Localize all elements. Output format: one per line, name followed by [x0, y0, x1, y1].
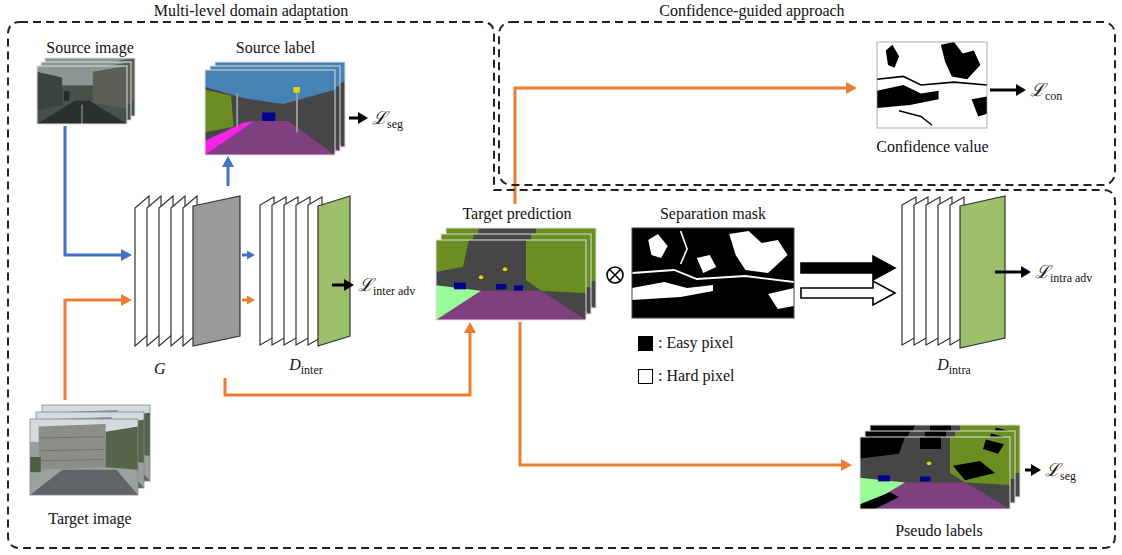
intra-discriminator	[902, 196, 1005, 348]
loss-label: ℒinter adv	[358, 273, 415, 303]
connector-arrow	[225, 322, 476, 395]
node-caption: G	[154, 359, 166, 378]
subscript: intra adv	[1050, 271, 1092, 285]
legend-text: : Hard pixel	[658, 366, 734, 386]
symbol-letter: ℒ	[1035, 261, 1050, 282]
network-block: G	[132, 186, 242, 378]
region-border	[8, 22, 1115, 548]
subscript: con	[1045, 89, 1062, 103]
connector-line	[65, 300, 123, 400]
target-image-stack	[30, 405, 150, 495]
region-outline	[8, 22, 1115, 548]
discriminator-block: Dintra	[895, 190, 1013, 380]
node-caption: Target image	[23, 509, 157, 528]
connector-line	[65, 126, 123, 255]
image-node: Confidence value	[857, 38, 1008, 156]
dashed-region: Confidence-guided approachConfidence val…	[499, 22, 1115, 185]
image-node: Separation mask	[625, 204, 801, 320]
symbol-letter: G	[154, 360, 166, 377]
symbol-letter: ℒ	[372, 107, 387, 128]
discriminator-block: Dinter	[255, 190, 357, 380]
loss-label: ℒseg	[1045, 458, 1076, 488]
connector-line	[242, 299, 249, 302]
legend-swatch	[638, 369, 653, 384]
subscript: intra	[949, 363, 971, 377]
node-caption: Pseudo labels	[852, 521, 1026, 540]
connector-line	[225, 331, 470, 395]
block-arrow	[801, 256, 895, 280]
connector-line	[520, 322, 843, 465]
node-caption: Target prediction	[429, 204, 605, 223]
inter-discriminator	[260, 196, 350, 346]
connector-line	[515, 88, 848, 204]
target-prediction-stack	[436, 228, 596, 320]
symbol-letter: D	[289, 356, 301, 373]
connector-arrow	[801, 256, 895, 280]
connector-arrow	[242, 296, 255, 305]
symbol-letter: ℒ	[358, 274, 373, 295]
connector-line	[242, 254, 249, 257]
node-caption: Confidence value	[857, 137, 1008, 156]
confidence-map-image	[877, 42, 987, 128]
node-caption: Dintra	[895, 355, 1013, 380]
loss-label: ℒseg	[372, 106, 403, 136]
loss-label: ℒcon	[1030, 78, 1062, 108]
legend-swatch	[638, 336, 653, 351]
node-caption: Multi-level domain adaptation	[8, 1, 494, 20]
subscript: inter	[301, 363, 323, 377]
node-caption: Separation mask	[625, 204, 801, 223]
connector-arrow	[520, 322, 852, 471]
connector-arrow	[222, 156, 234, 186]
connector-arrow	[65, 126, 132, 261]
node-caption: Source image	[29, 38, 151, 57]
connector-arrow	[801, 281, 895, 305]
node-caption: Source label	[200, 38, 351, 57]
generator-network	[135, 196, 240, 346]
multiply-symbol	[607, 267, 623, 283]
image-node: Target prediction	[429, 204, 605, 322]
image-node: Source image	[29, 38, 151, 126]
image-node: Pseudo labels	[852, 420, 1026, 540]
image-node: Source label	[200, 38, 351, 156]
subscript: seg	[1060, 469, 1076, 483]
subscript: inter adv	[373, 284, 415, 298]
pseudo-label-stack	[860, 425, 1020, 509]
image-node: Target image	[23, 400, 157, 528]
source-label-stack	[205, 62, 345, 155]
node-caption: Dinter	[255, 355, 357, 380]
connector-arrow	[242, 251, 255, 260]
symbol-letter: ℒ	[1030, 79, 1045, 100]
separation-mask-image	[632, 228, 794, 318]
connector-arrow	[65, 294, 132, 400]
block-arrow	[801, 281, 895, 305]
loss-label: ℒintra adv	[1035, 260, 1092, 290]
loss-arrow	[332, 84, 1041, 476]
symbol-letter: ℒ	[1045, 459, 1060, 480]
node-caption: Confidence-guided approach	[499, 1, 1005, 20]
legend-text: : Easy pixel	[658, 333, 734, 353]
dashed-region: Multi-level domain adaptationSource imag…	[8, 22, 1115, 548]
connector-line	[227, 165, 230, 186]
source-image-stack	[37, 58, 135, 124]
region-border	[499, 22, 1115, 185]
subscript: seg	[387, 117, 403, 131]
symbol-letter: D	[937, 356, 949, 373]
region-outline	[499, 22, 1115, 185]
